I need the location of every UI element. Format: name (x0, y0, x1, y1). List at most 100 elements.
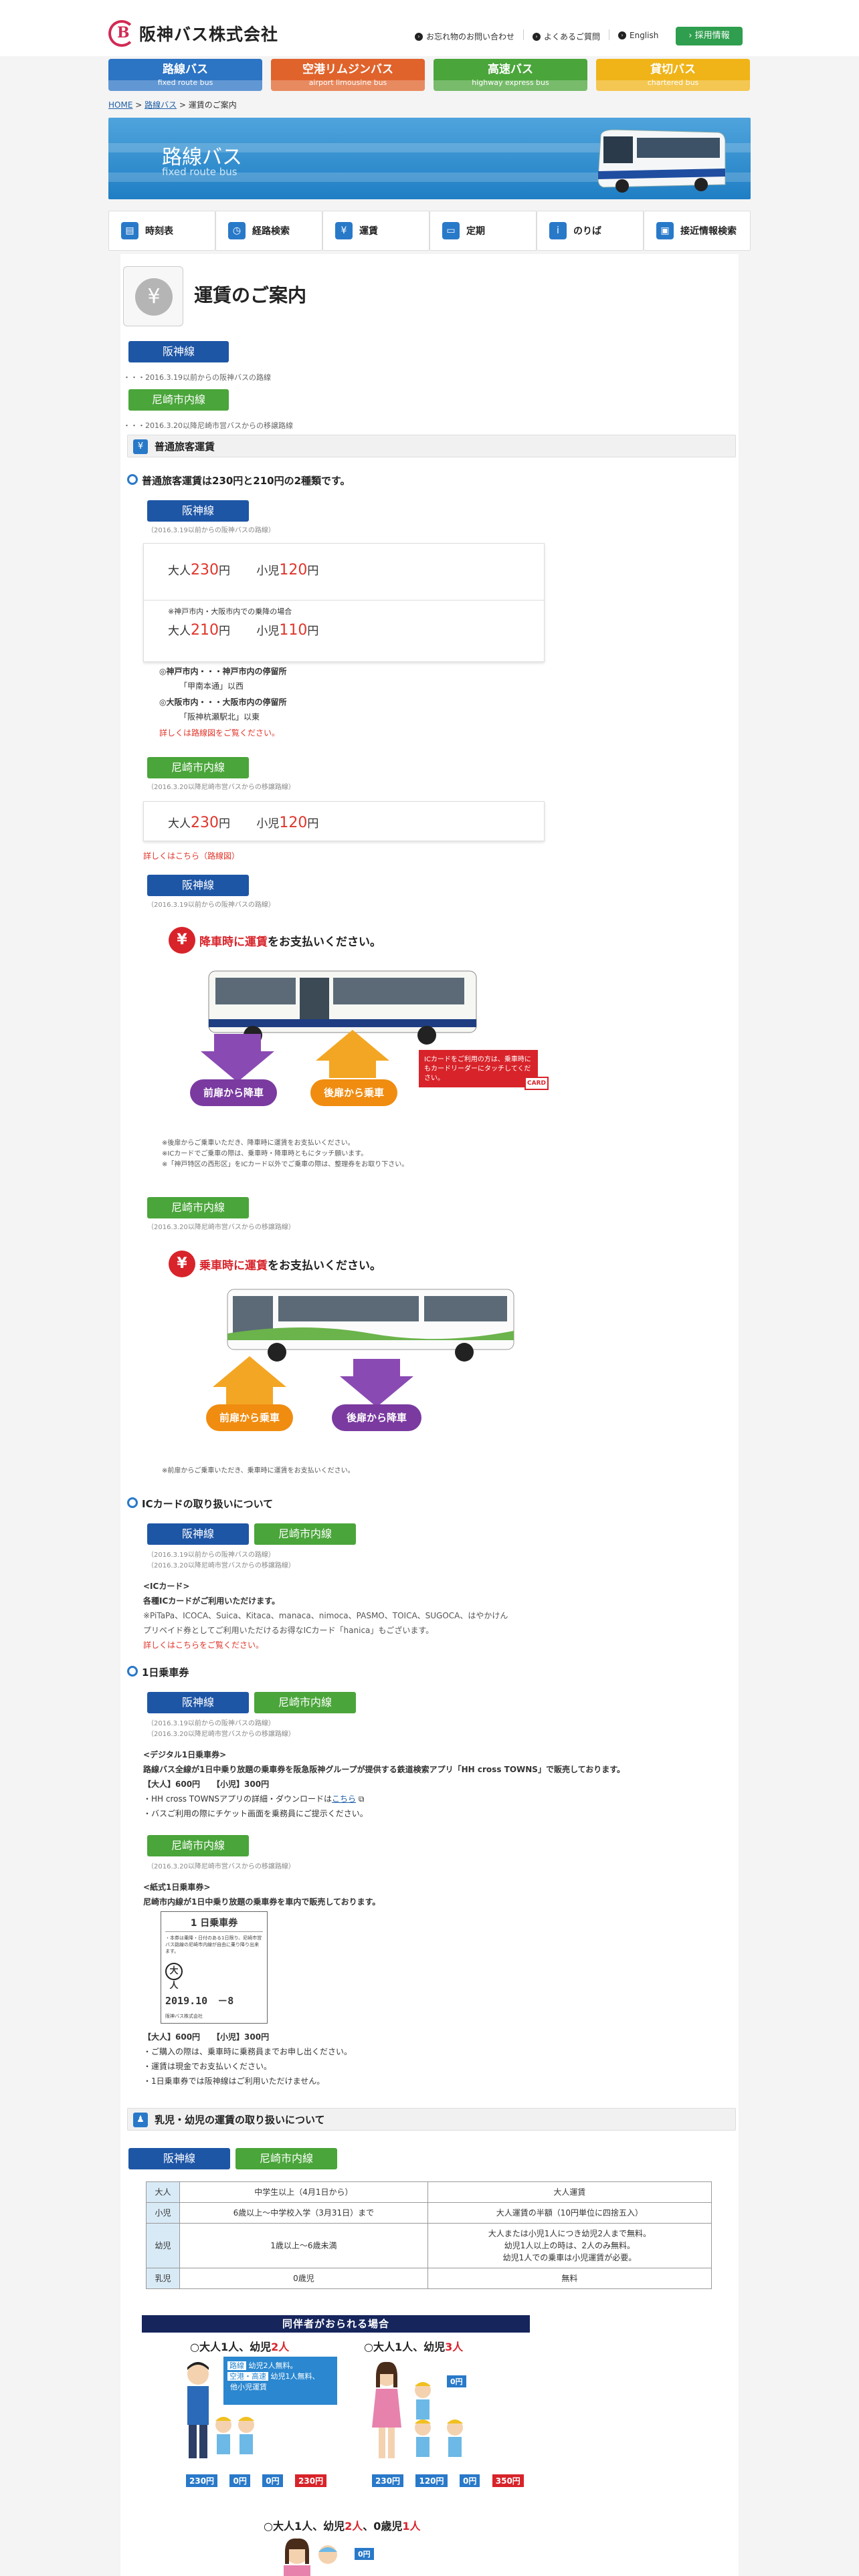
line-tag-amagasaki[interactable]: 尼崎市内線 (147, 757, 249, 778)
case-1-fare-sum: 230円 + 0円 + 0円 = 230円 (186, 2474, 327, 2487)
divider (523, 29, 524, 40)
companion-heading: 同伴者がおられる場合 (142, 2315, 530, 2333)
line-tag-hanshin[interactable]: 阪神線 (128, 2148, 230, 2169)
company-name: 阪神バス株式会社 (139, 25, 279, 44)
up-arrow-orange-icon (213, 1356, 286, 1404)
free-badge: 0円 (355, 2548, 374, 2560)
amagasaki-boarding-note: ※前扉からご乗車いただき、乗車時に運賃をお支払いください。 (162, 1467, 355, 1475)
line-tag-amagasaki[interactable]: 尼崎市内線 (254, 1523, 356, 1545)
fare-line-230: 大人230円 小児120円 (168, 562, 319, 578)
breadcrumb-fixed-route[interactable]: 路線バス (145, 100, 177, 110)
osaka-stops-note: ◎大阪市内・・・大阪市内の停留所 (159, 697, 287, 707)
page-title: 運賃のご案内 (194, 284, 307, 306)
topnav-chartered[interactable]: 貸切バス chartered bus (596, 59, 750, 91)
page-banner: 路線バス fixed route bus (108, 118, 751, 199)
subnav-timetable[interactable]: ▤ 時刻表 (108, 211, 215, 251)
front-door-alight-label: 前扉から降車 (190, 1079, 277, 1106)
case-3-title: ○大人1人、幼児2人、0歳児1人 (264, 2520, 421, 2533)
infant-rule-callout: 路線 幼児2人無料。 空港・高速 幼児1人無料、 他小児運賃 (223, 2357, 337, 2405)
fare-line-210: 大人210円 小児110円 (168, 622, 319, 639)
util-link-faq[interactable]: › よくあるご質問 (533, 31, 600, 42)
subnav-fare[interactable]: ¥ 運賃 (322, 211, 430, 251)
route-search-icon: ◷ (228, 222, 246, 239)
arrow-circle-icon: › (415, 32, 423, 41)
line-tag-amagasaki[interactable]: 尼崎市内線 (147, 1197, 249, 1218)
case-1-title: ○大人1人、幼児2人 (190, 2341, 290, 2353)
intro-note-amagasaki: ・・・2016.3.20以降尼崎市営バスからの移譲路線 (123, 421, 293, 430)
yen-icon: ¥ (169, 927, 195, 954)
fare-box-amagasaki: 大人230円 小児120円 (143, 801, 545, 841)
pass-icon: ▭ (442, 222, 460, 239)
nav-stripe (596, 80, 750, 91)
company-logo[interactable]: 阪神バス株式会社 (108, 20, 278, 47)
breadcrumb-home[interactable]: HOME (108, 100, 133, 110)
fare-box-hanshin: 大人230円 小児120円 ※神戸市内・大阪市内での乗降の場合 大人210円 小… (143, 543, 545, 662)
ic-touch-callout: ICカードをご利用の方は、乗車時にもカードリーダーにタッチしてください。 (419, 1050, 538, 1087)
line-tag-amagasaki[interactable]: 尼崎市内線 (254, 1692, 356, 1713)
line-tag-hanshin[interactable]: 阪神線 (147, 875, 249, 896)
route-map-link[interactable]: 詳しくは路線図をご覧ください。 (159, 728, 280, 738)
route-map-link-2[interactable]: 詳しくはこちら（路線図） (143, 851, 240, 861)
subnav-route-search[interactable]: ◷ 経路検索 (215, 211, 322, 251)
subnav-boarding-points[interactable]: i のりば (537, 211, 644, 251)
util-link-lost-items[interactable]: › お忘れ物のお問い合わせ (415, 31, 514, 42)
rear-door-alight-label: 後扉から降車 (332, 1404, 421, 1431)
down-arrow-purple-icon (340, 1359, 413, 1407)
breadcrumb-current: 運賃のご案内 (188, 100, 237, 110)
line-tag-hanshin[interactable]: 阪神線 (147, 1523, 249, 1545)
line-tag-hanshin[interactable]: 阪神線 (147, 500, 249, 522)
fare-title-icon: ¥ (123, 266, 183, 326)
breadcrumb: HOME > 路線バス > 運賃のご案内 (108, 100, 237, 110)
free-badge: 0円 (447, 2375, 466, 2387)
banner-subtitle: fixed route bus (162, 166, 237, 178)
hanshin-bus-illustration (208, 970, 477, 1045)
child-icon: ♟ (133, 2113, 148, 2127)
boarding-icon: i (549, 222, 567, 239)
yen-coin-icon: ¥ (135, 278, 173, 316)
line-tag-hanshin[interactable]: 阪神線 (147, 1692, 249, 1713)
topnav-highway-express[interactable]: 高速バス highway express bus (434, 59, 587, 91)
line-tag-hanshin[interactable]: 阪神線 (128, 341, 229, 362)
nav-stripe (434, 80, 587, 91)
ic-detail-link[interactable]: 詳しくはこちらをご覧ください。 (143, 1640, 264, 1650)
timetable-icon: ▤ (121, 222, 138, 239)
table-row: 大人中学生以上（4月1日から）大人運賃 (146, 2181, 712, 2203)
line-tag-amagasaki[interactable]: 尼崎市内線 (128, 389, 229, 411)
paper-day-pass-ticket: 1 日乗車券 ・本券は乗降・日付のある1日限り、尼崎市営バス路線の尼崎市内線が自… (161, 1911, 268, 2024)
up-arrow-orange-icon (316, 1030, 389, 1078)
bus-photo-icon (597, 129, 726, 193)
section-regular-fare: ¥ 普通旅客運賃 (127, 435, 736, 457)
line-tag-amagasaki[interactable]: 尼崎市内線 (147, 1835, 249, 1856)
approach-info-icon: ▣ (656, 222, 674, 239)
site-header: 阪神バス株式会社 › お忘れ物のお問い合わせ › よくあるご質問 › Engli… (0, 0, 859, 56)
kobe-stops-note: ◎神戸市内・・・神戸市内の停留所 (159, 667, 287, 676)
util-link-english[interactable]: › English (618, 31, 658, 40)
family-adult-2-infants-illustration (187, 2362, 254, 2458)
arrow-circle-icon: › (618, 31, 626, 39)
fare-icon: ¥ (335, 222, 353, 239)
hanshin-bus-logo-icon (108, 20, 135, 47)
topnav-fixed-route[interactable]: 路線バス fixed route bus (108, 59, 262, 91)
nav-stripe (108, 80, 262, 91)
regular-fare-heading: 普通旅客運賃は230円と210円の2種類です。 (127, 473, 351, 488)
yen-icon: ¥ (169, 1251, 195, 1277)
yen-icon: ¥ (133, 439, 148, 454)
nav-stripe (271, 80, 425, 91)
subnav-commuter-pass[interactable]: ▭ 定期 (430, 211, 537, 251)
ic-card-heading: ICカードの取り扱いについて (127, 1497, 273, 1511)
line-tag-amagasaki[interactable]: 尼崎市内線 (235, 2148, 337, 2169)
arrow-circle-icon: › (533, 32, 541, 41)
down-arrow-purple-icon (201, 1034, 274, 1082)
topnav-airport-limousine[interactable]: 空港リムジンバス airport limousine bus (271, 59, 425, 91)
case-2-fare-sum: 230円 + 120円 + 0円 = 350円 (372, 2474, 524, 2487)
intro-note-hanshin: ・・・2016.3.19以前からの阪神バスの路線 (123, 373, 271, 382)
subnav-approach-info[interactable]: ▣ 接近情報検索 (644, 211, 751, 251)
app-download-link[interactable]: こちら (332, 1794, 357, 1804)
hanshin-boarding-notes: ※後扉からご乗車いただき、降車時に運賃をお支払いください。 ※ICカードでご乗車… (162, 1140, 409, 1168)
pay-on-board-title: ¥ 乗車時に運賃をお支払いください。 (169, 1251, 381, 1277)
day-pass-heading: 1日乗車券 (127, 1665, 189, 1679)
recruit-button[interactable]: › 採用情報 (676, 27, 743, 45)
